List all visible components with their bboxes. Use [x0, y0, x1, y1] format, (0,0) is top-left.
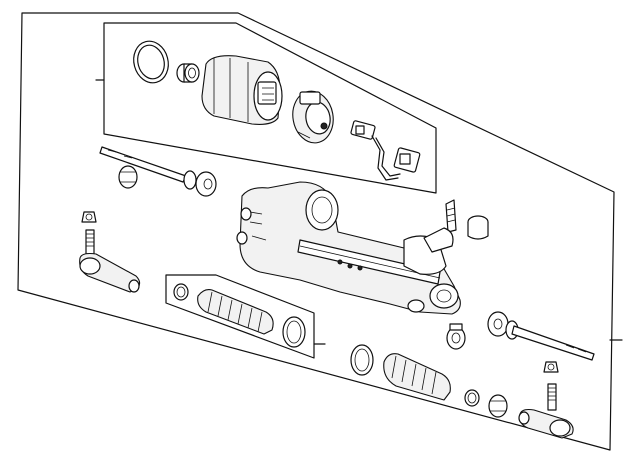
jam-nut-right	[488, 394, 508, 418]
boot-clamp-large-right	[350, 344, 374, 376]
bearing-small	[176, 63, 200, 83]
o-ring-seal-large	[133, 40, 169, 84]
inner-tie-rod-left	[99, 146, 217, 197]
jam-nut-left	[118, 165, 138, 189]
motor-kit-group-box	[103, 22, 437, 194]
steering-boot-right	[383, 353, 451, 401]
torque-sensor-housing	[292, 90, 334, 144]
wiring-harness-connector	[350, 120, 421, 181]
inner-tie-rod-right	[487, 311, 595, 361]
outer-tie-rod-end-right	[518, 361, 574, 439]
assembly-boundary	[17, 12, 615, 451]
outer-tie-rod-end-left	[79, 211, 141, 293]
boot-kit-group-box	[165, 274, 315, 359]
steering-boot-left	[197, 289, 274, 335]
boot-clamp-large-left	[282, 316, 306, 348]
pinion-cap	[467, 215, 489, 240]
adjuster-plug	[446, 323, 466, 350]
electric-motor	[201, 55, 283, 125]
boot-clamp-small-left	[173, 283, 189, 301]
boot-clamp-small-right	[464, 389, 480, 407]
pinion-input-shaft	[423, 199, 457, 253]
steering-gear-housing	[236, 181, 461, 315]
